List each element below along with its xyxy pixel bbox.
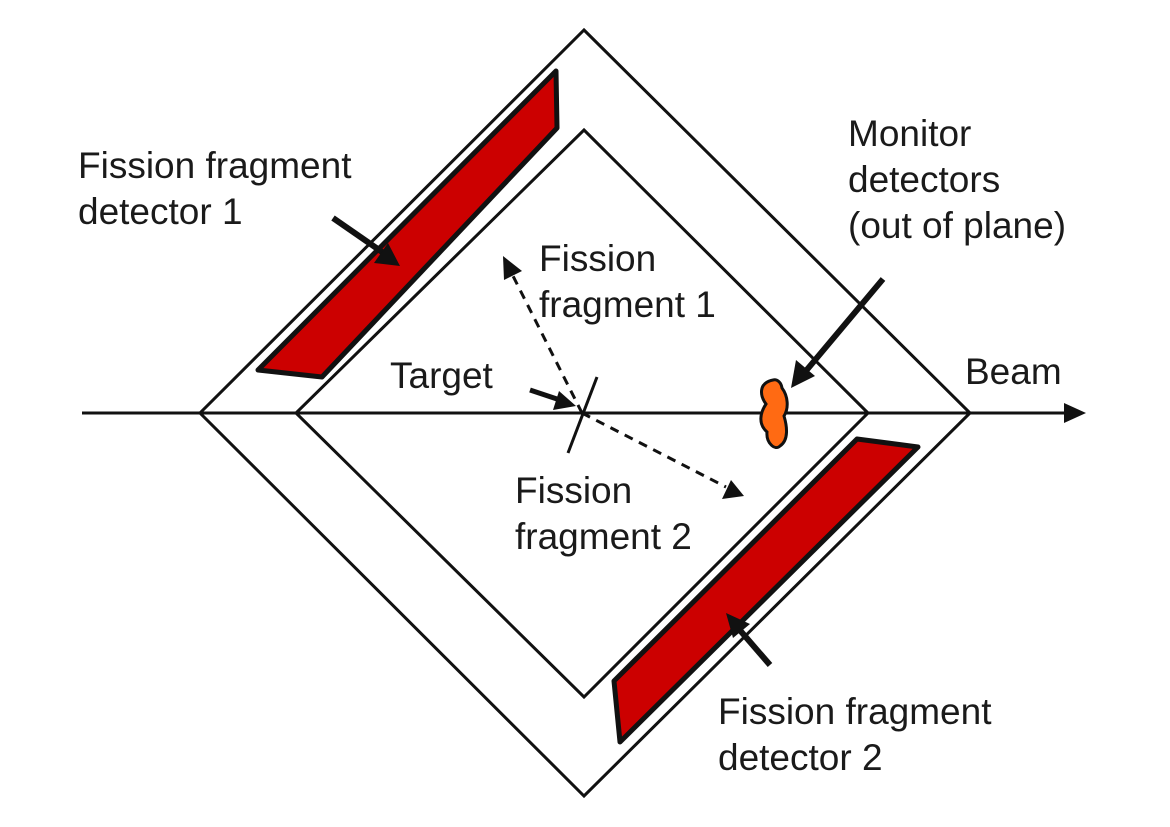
detector-2-label-line-1: Fission fragment — [718, 691, 992, 732]
beam-label: Beam — [965, 349, 1062, 395]
fragment-2-trajectory — [581, 411, 727, 489]
fragment-2-label: Fission fragment 2 — [515, 468, 692, 560]
target-foil — [566, 376, 599, 454]
fragment-2-arrow-head — [722, 480, 744, 499]
monitor-detector — [759, 378, 789, 449]
beam-arrow-head — [1064, 403, 1086, 423]
fission-fragment-detector-1 — [255, 68, 560, 380]
target-pointer — [529, 387, 561, 403]
inner-chamber-outline — [293, 127, 871, 700]
monitor-label-line-1: Monitor — [848, 113, 972, 154]
beam-label-text: Beam — [965, 351, 1062, 392]
target-pointer-head — [553, 391, 576, 410]
detector-1-label-line-2: detector 1 — [78, 191, 243, 232]
fragment-1-trajectory — [509, 271, 584, 414]
detector-2-pointer-head — [726, 613, 750, 638]
target-label: Target — [390, 353, 493, 399]
monitor-pointer — [802, 277, 886, 374]
detector-2-pointer — [735, 626, 773, 667]
detector-1-label-line-1: Fission fragment — [78, 145, 352, 186]
monitor-label-line-3: (out of plane) — [848, 205, 1067, 246]
fragment-2-label-line-1: Fission — [515, 470, 633, 511]
target-label-text: Target — [390, 355, 493, 396]
detector-1-label: Fission fragment detector 1 — [78, 143, 352, 235]
fragment-2-label-line-2: fragment 2 — [515, 516, 692, 557]
monitor-label: Monitor detectors (out of plane) — [848, 111, 1066, 249]
detector-2-label: Fission fragment detector 2 — [718, 689, 992, 781]
fragment-1-arrow-head — [503, 256, 522, 280]
fragment-1-label: Fission fragment 1 — [539, 236, 716, 328]
detector-2-label-line-2: detector 2 — [718, 737, 883, 778]
fragment-1-label-line-2: fragment 1 — [539, 284, 716, 325]
fragment-1-label-line-1: Fission — [539, 238, 657, 279]
detector-1-pointer — [331, 215, 387, 257]
fission-fragment-detector-2 — [611, 436, 921, 745]
monitor-pointer-head — [791, 360, 815, 388]
monitor-label-line-2: detectors — [848, 159, 1001, 200]
detector-1-pointer-head — [374, 243, 400, 266]
outer-chamber-outline — [197, 27, 973, 799]
